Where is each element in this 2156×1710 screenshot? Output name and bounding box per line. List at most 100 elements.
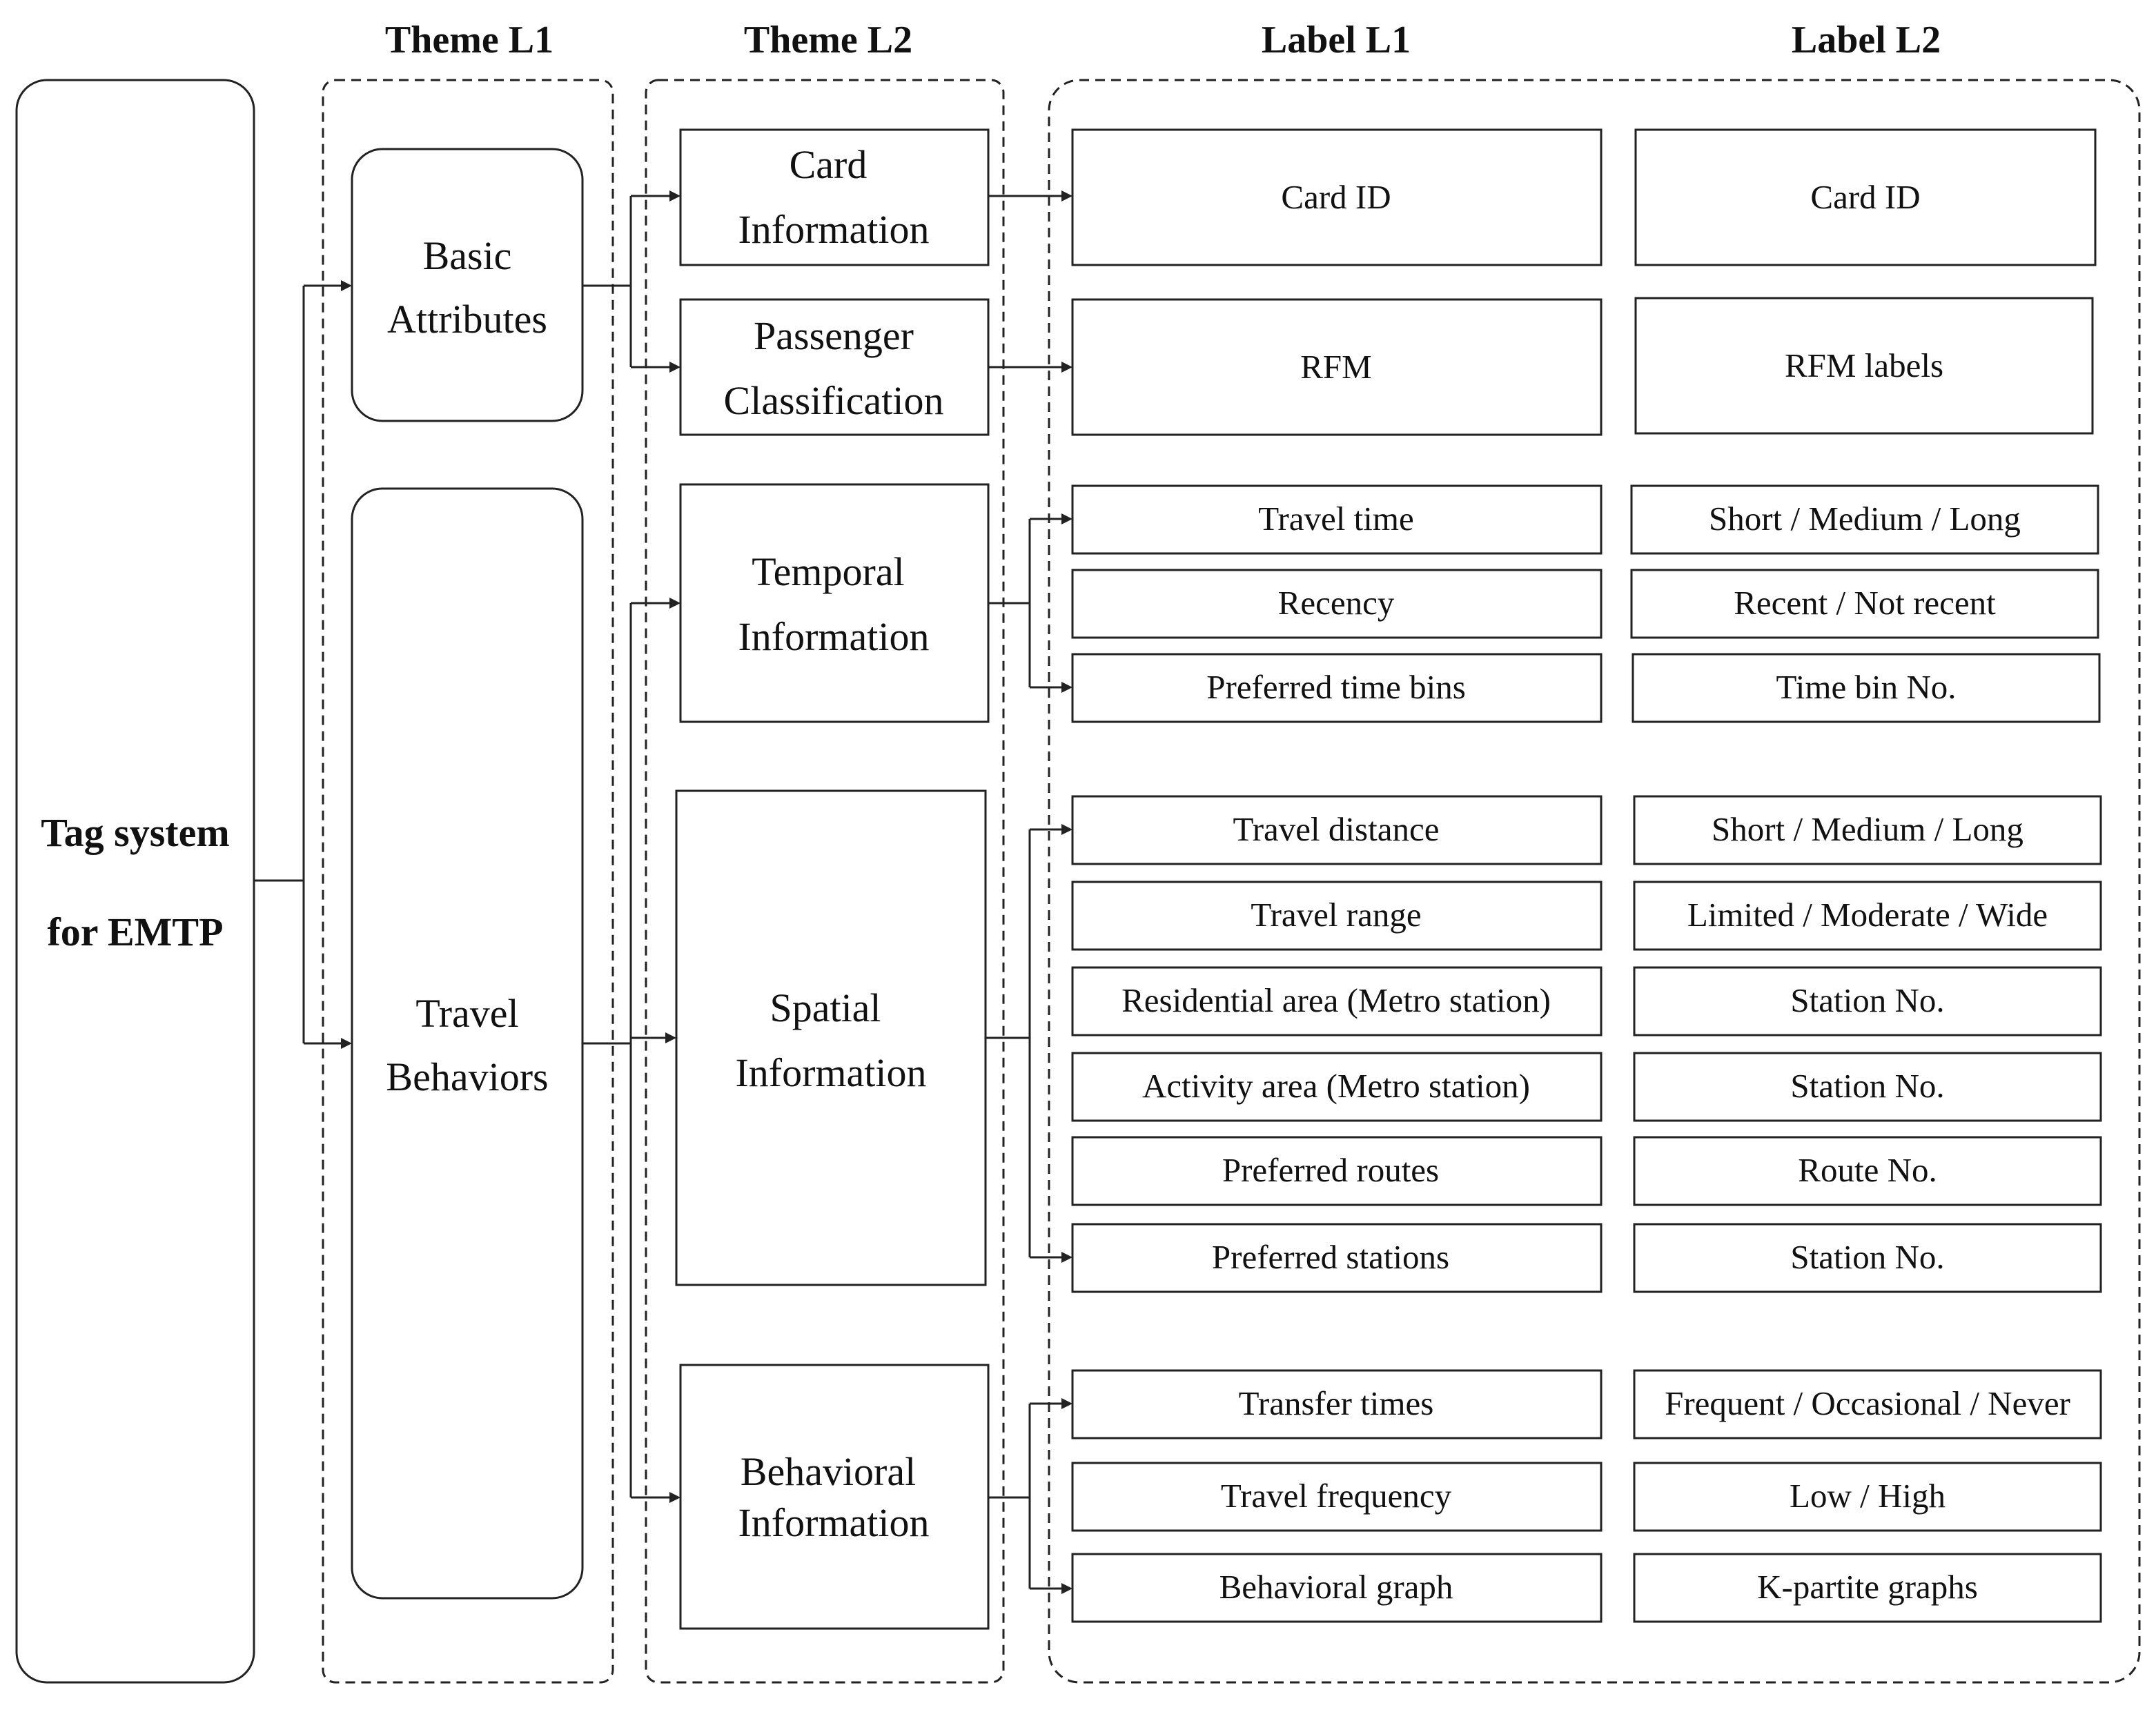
connector-temporal-information bbox=[988, 518, 1063, 689]
spatial-information-line1: Spatial bbox=[770, 985, 881, 1030]
label-l1-text: Transfer times bbox=[1239, 1384, 1434, 1422]
label-l1-box bbox=[1071, 1052, 1603, 1122]
temporal-information-line1: Temporal bbox=[752, 549, 904, 594]
label-l2-box bbox=[1633, 1553, 2102, 1623]
label-l2-text: Station No. bbox=[1790, 1067, 1944, 1105]
travel-behaviors-node bbox=[351, 487, 584, 1600]
connector-root bbox=[254, 284, 342, 1045]
label-l2-box bbox=[1630, 484, 2099, 555]
label-l1-box bbox=[1071, 569, 1603, 639]
card-information-node bbox=[679, 128, 990, 266]
label-l1-box bbox=[1071, 1136, 1603, 1206]
spatial-information-line2: Information bbox=[735, 1050, 926, 1095]
behavioral-information-line2: Information bbox=[738, 1500, 929, 1545]
connector-behavioral-information bbox=[988, 1402, 1063, 1590]
passenger-classification-line2: Classification bbox=[724, 378, 944, 423]
arrow-head bbox=[1061, 1252, 1072, 1263]
arrow-head bbox=[1061, 513, 1072, 524]
label-l2-box bbox=[1633, 1052, 2102, 1122]
arrow-head bbox=[341, 280, 352, 291]
label-l2-text: Route No. bbox=[1798, 1151, 1937, 1189]
arrow-head bbox=[1061, 682, 1072, 693]
header-label-l2: Label L2 bbox=[1792, 19, 1941, 61]
label-l1-text: Travel frequency bbox=[1221, 1477, 1452, 1515]
label-l2-text: Card ID bbox=[1810, 178, 1920, 216]
label-l1-text: Residential area (Metro station) bbox=[1121, 981, 1551, 1019]
label-l1-box bbox=[1071, 653, 1603, 723]
label-l2-text: Station No. bbox=[1790, 981, 1944, 1019]
arrow-head bbox=[669, 190, 680, 202]
label-l1-text: Card ID bbox=[1281, 178, 1391, 216]
label-l2-box bbox=[1633, 881, 2102, 951]
label-l2-text: Time bin No. bbox=[1776, 668, 1957, 706]
passenger-classification-line1: Passenger bbox=[754, 313, 914, 358]
arrow-head bbox=[341, 1038, 352, 1049]
basic-attributes-line2: Attributes bbox=[387, 297, 547, 342]
root-node bbox=[15, 79, 255, 1684]
root-title-line2: for EMTP bbox=[47, 910, 223, 954]
arrow-head bbox=[669, 1492, 680, 1503]
label-l1-text: Travel range bbox=[1251, 896, 1421, 934]
arrow-head bbox=[669, 362, 680, 373]
spatial-information-node bbox=[675, 789, 987, 1286]
arrow-head bbox=[1061, 190, 1072, 202]
connector-basic-attributes bbox=[582, 195, 671, 368]
label-l2-text: Limited / Moderate / Wide bbox=[1687, 896, 2048, 934]
label-l1-text: Travel distance bbox=[1233, 810, 1440, 848]
temporal-information-line2: Information bbox=[738, 614, 929, 659]
label-l2-text: Short / Medium / Long bbox=[1712, 810, 2023, 848]
label-l2-text: Station No. bbox=[1790, 1238, 1944, 1276]
basic-attributes-node bbox=[351, 148, 584, 422]
label-l2-box bbox=[1631, 653, 2101, 723]
travel-behaviors-line1: Travel bbox=[415, 991, 518, 1036]
label-l1-box bbox=[1071, 795, 1603, 865]
label-l2-text: RFM labels bbox=[1785, 346, 1943, 384]
label-l1-text: Behavioral graph bbox=[1219, 1568, 1453, 1606]
label-l1-text: Travel time bbox=[1258, 500, 1413, 538]
label-l2-box bbox=[1633, 1369, 2102, 1439]
label-l2-box bbox=[1633, 1136, 2102, 1206]
root-title-line1: Tag system bbox=[41, 810, 229, 855]
label-l2-text: K-partite graphs bbox=[1757, 1568, 1978, 1606]
behavioral-information-node bbox=[679, 1364, 990, 1630]
label-l1-box bbox=[1071, 1369, 1603, 1439]
header-label-l1: Label L1 bbox=[1262, 19, 1411, 61]
temporal-information-node bbox=[679, 483, 990, 723]
label-l1-box bbox=[1071, 484, 1603, 555]
arrow-head bbox=[1061, 362, 1072, 373]
label-l2-box bbox=[1633, 795, 2102, 865]
label-l1-text: Activity area (Metro station) bbox=[1142, 1067, 1530, 1105]
basic-attributes-line1: Basic bbox=[423, 233, 512, 278]
label-l2-box bbox=[1633, 1462, 2102, 1532]
card-information-line1: Card bbox=[790, 142, 868, 187]
label-l2-text: Frequent / Occasional / Never bbox=[1665, 1384, 2070, 1422]
label-l1-text: Preferred routes bbox=[1222, 1151, 1439, 1189]
label-l2-text: Low / High bbox=[1790, 1477, 1946, 1515]
header-theme-l2: Theme L2 bbox=[744, 19, 912, 61]
arrow-head bbox=[669, 598, 680, 609]
arrow-head bbox=[1061, 824, 1072, 835]
label-l1-text: Preferred time bins bbox=[1206, 668, 1466, 706]
connector-travel-behaviors bbox=[582, 602, 671, 1499]
labels-group bbox=[1048, 79, 2141, 1684]
label-l2-box bbox=[1633, 1223, 2102, 1293]
label-l2-box bbox=[1633, 966, 2102, 1036]
label-l2-box bbox=[1634, 297, 2094, 435]
label-l1-text: Preferred stations bbox=[1212, 1238, 1449, 1276]
connector-spatial-information bbox=[986, 828, 1063, 1259]
label-l2-box bbox=[1630, 569, 2099, 639]
theme-l2-group bbox=[645, 79, 1005, 1684]
behavioral-information-line1: Behavioral bbox=[741, 1449, 916, 1494]
arrow-head bbox=[665, 1032, 676, 1043]
label-l1-box bbox=[1071, 1223, 1603, 1293]
label-l1-box bbox=[1071, 966, 1603, 1036]
travel-behaviors-line2: Behaviors bbox=[386, 1054, 548, 1099]
arrow-head bbox=[1061, 1583, 1072, 1594]
label-l2-text: Short / Medium / Long bbox=[1709, 500, 2021, 538]
label-l1-text: Recency bbox=[1278, 584, 1395, 622]
arrow-head bbox=[1061, 1398, 1072, 1409]
label-l1-box bbox=[1071, 1462, 1603, 1532]
label-l1-box bbox=[1071, 298, 1603, 436]
label-l1-text: RFM bbox=[1300, 348, 1372, 386]
